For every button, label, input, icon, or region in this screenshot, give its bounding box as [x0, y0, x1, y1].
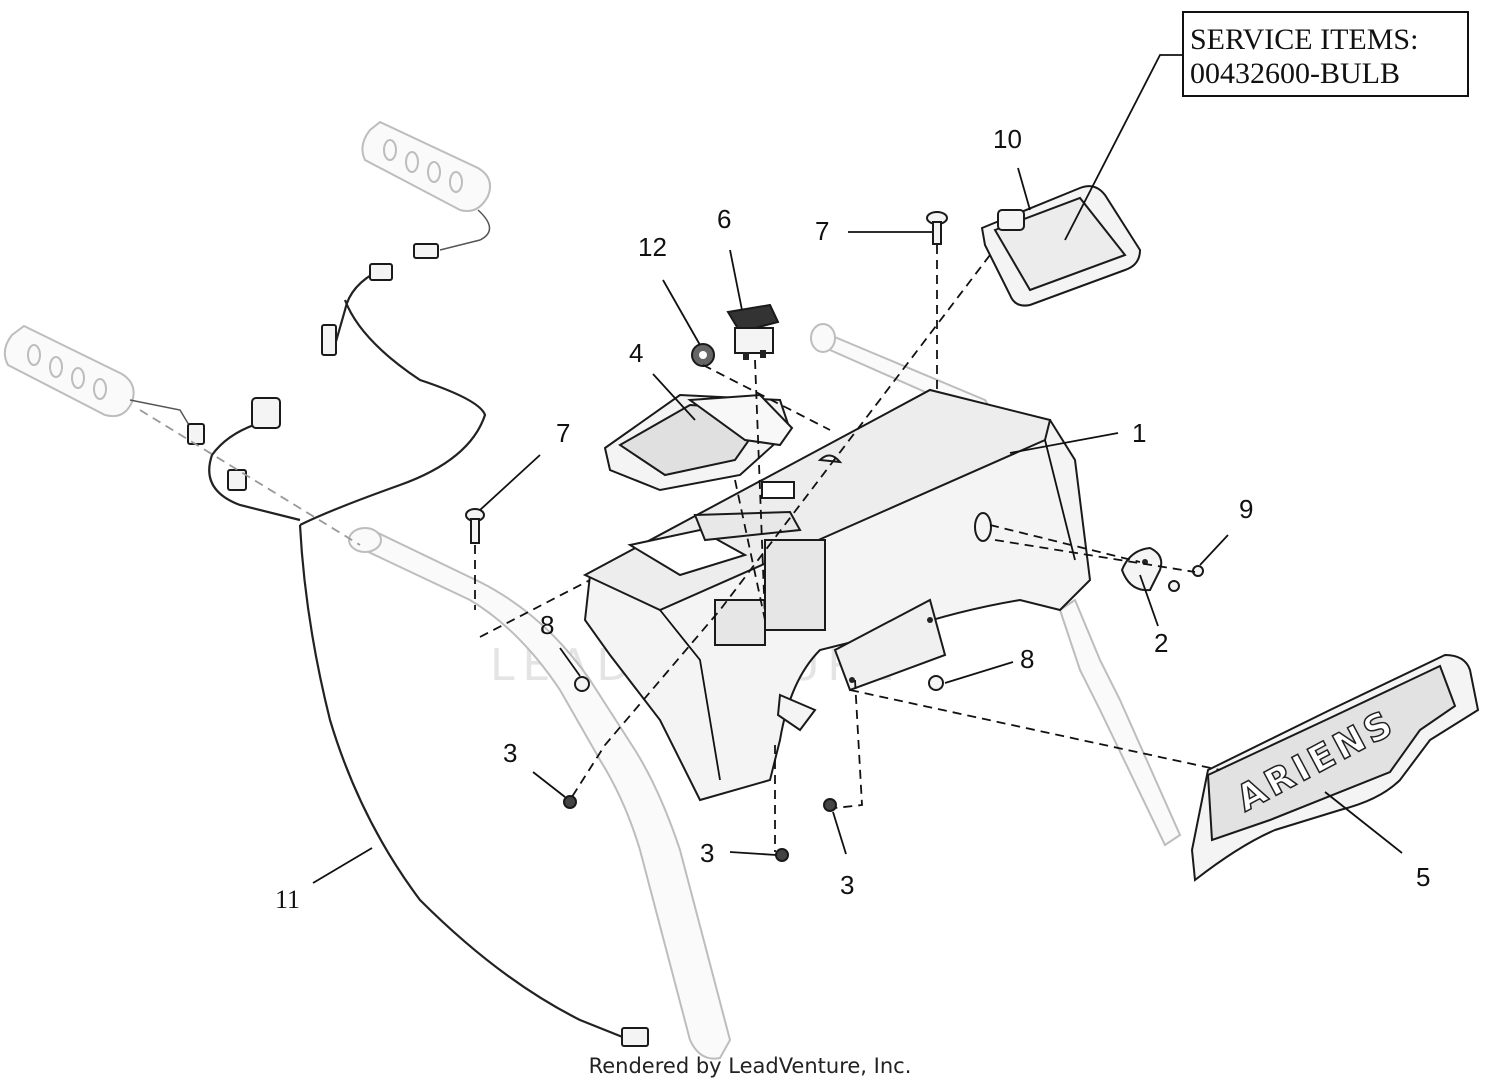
mounting-plate: [776, 598, 947, 732]
decal-panel: ARIENS: [1190, 653, 1480, 882]
callout-labels: 10 6 7 12 4 7 1 9 2 8 8 3 3 3 11 5: [275, 124, 1430, 914]
callout-3-right: 3: [840, 870, 854, 900]
callout-10: 10: [993, 124, 1022, 154]
callout-2: 2: [1154, 628, 1168, 658]
callout-8-left: 8: [540, 610, 554, 640]
headlight: [980, 185, 1142, 307]
service-items-box: SERVICE ITEMS: 00432600-BULB: [1182, 11, 1469, 97]
nut-small: [1168, 565, 1204, 592]
callout-5: 5: [1416, 862, 1430, 892]
callout-9: 9: [1239, 494, 1253, 524]
callout-7-left: 7: [556, 418, 570, 448]
callout-6: 6: [717, 204, 731, 234]
display-cluster: [603, 393, 794, 492]
handlebar-left: [348, 527, 732, 1060]
callout-3-mid: 3: [700, 838, 714, 868]
render-credit: Rendered by LeadVenture, Inc.: [588, 1054, 912, 1078]
leader-lines: [312, 54, 1403, 884]
callout-1: 1: [1132, 418, 1146, 448]
service-items-part: 00432600-BULB: [1190, 57, 1400, 90]
dash-panel: [582, 388, 1092, 802]
callout-4: 4: [629, 338, 643, 368]
wiring-harness: [129, 209, 649, 1047]
assembly-lines: [474, 245, 1221, 852]
screw-left: [563, 795, 577, 809]
grip-lower: [3, 324, 135, 418]
grommet-left: [574, 676, 590, 692]
callout-3-left: 3: [503, 738, 517, 768]
carriage-bolt-upper: [926, 211, 948, 245]
grommet-right: [928, 675, 944, 691]
screw-mid: [775, 848, 789, 862]
callout-12: 12: [638, 232, 667, 262]
callout-11: 11: [275, 885, 300, 914]
knob-nut: [691, 343, 715, 367]
screw-right: [823, 798, 837, 812]
rocker-switch: [726, 303, 780, 360]
carriage-bolt-left: [465, 508, 485, 544]
grip-upper: [361, 120, 491, 212]
callout-7-upper: 7: [815, 216, 829, 246]
service-items-title: SERVICE ITEMS:: [1190, 23, 1418, 56]
callout-8-right: 8: [1020, 644, 1034, 674]
bracket: [1120, 546, 1163, 592]
